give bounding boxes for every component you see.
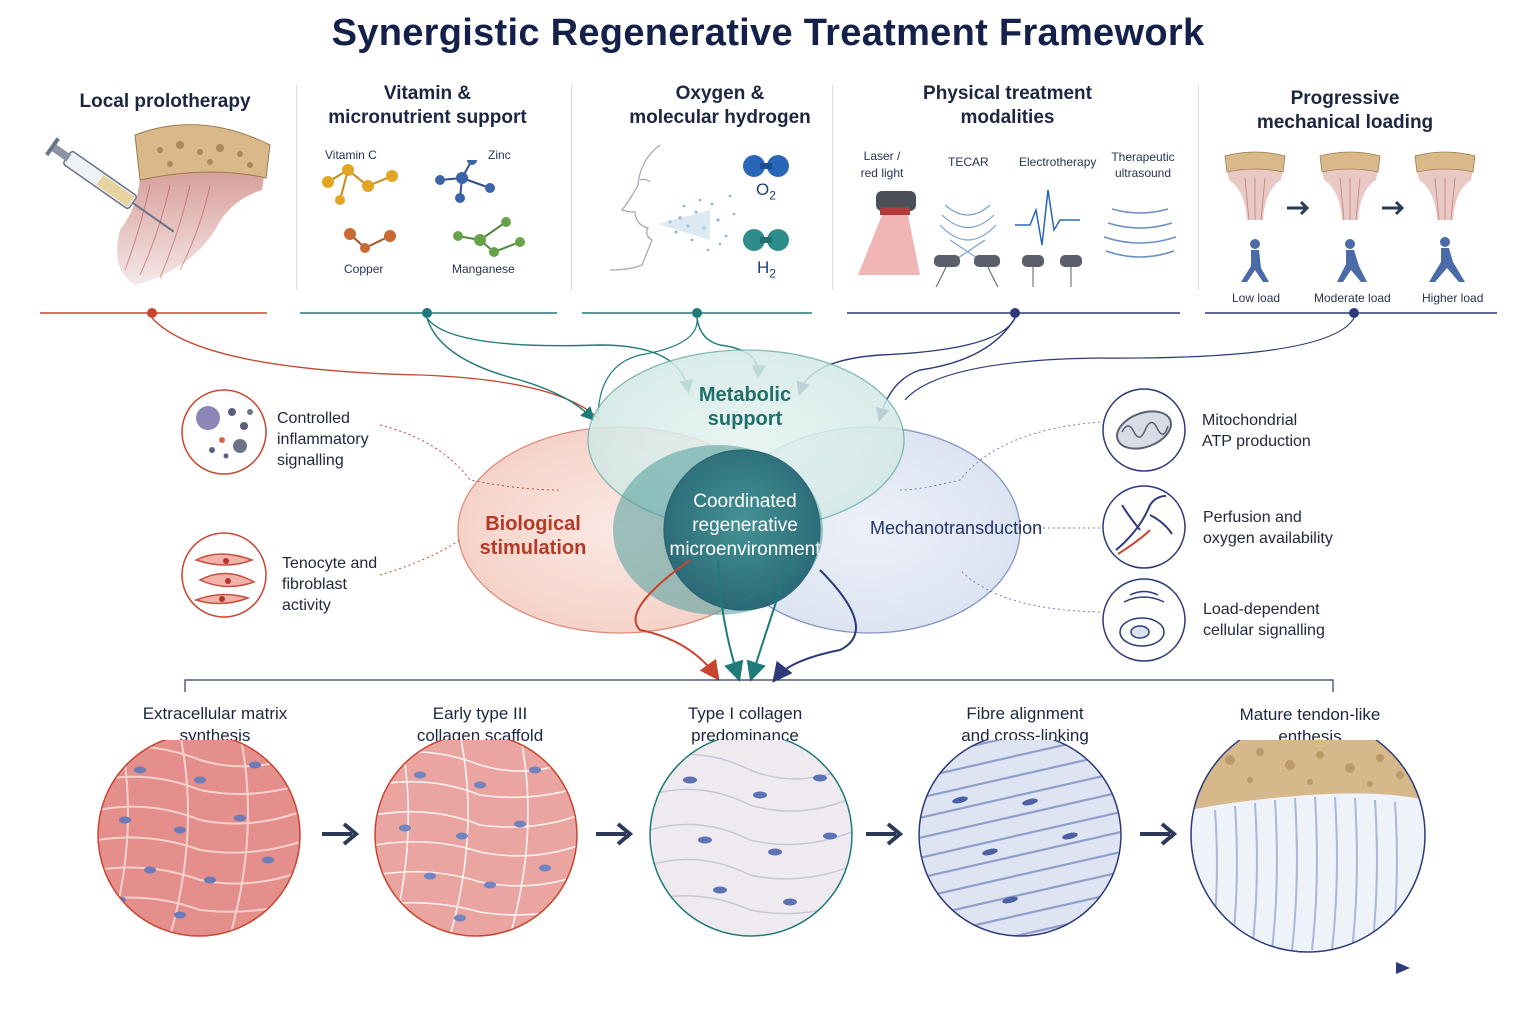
tenocyte-line3: activity — [282, 597, 331, 614]
h2-symbol: H — [757, 258, 770, 277]
loading-title-line1: Progressive — [1290, 88, 1400, 109]
tecar-label: TECAR — [948, 155, 989, 169]
electrotherapy-label: Electrotherapy — [1019, 155, 1097, 169]
divider — [1198, 85, 1199, 290]
loading-title: Progressive mechanical loading — [1225, 87, 1465, 135]
physical-title-line1: Physical treatment — [923, 83, 1092, 104]
vitamins-title: Vitamin & micronutrient support — [300, 82, 555, 130]
laser-label: Laser / red light — [852, 148, 912, 182]
divider — [296, 85, 297, 290]
moderate-load-label: Moderate load — [1314, 291, 1391, 305]
zinc-label: Zinc — [488, 148, 511, 162]
ultrasound-label-line2: ultrasound — [1114, 166, 1172, 180]
vitamins-title-line2: micronutrient support — [328, 107, 527, 128]
metabolic-line1: Metabolic — [698, 384, 792, 406]
mito-line1: Mitochondrial — [1202, 412, 1298, 429]
stage4-line1: Fibre alignment — [966, 704, 1084, 723]
loading-title-line2: mechanical loading — [1256, 112, 1434, 133]
low-load-label: Low load — [1232, 291, 1281, 305]
tenocyte-line1: Tenocyte and — [282, 555, 378, 572]
load-dependent-signalling-label: Load-dependent cellular signalling — [1203, 599, 1325, 641]
mature-enthesis-tissue — [1191, 740, 1425, 952]
coordinated-microenvironment-label: Coordinated regenerative microenvironmen… — [660, 490, 830, 562]
manganese-label: Manganese — [452, 262, 515, 276]
ultrasound-label: Therapeutic ultrasound — [1108, 149, 1178, 181]
prolotherapy-title: Local prolotherapy — [79, 91, 251, 112]
biological-stimulation-label: Biological stimulation — [468, 512, 598, 560]
physical-modality-icons — [858, 189, 1177, 288]
vitamin-c-label: Vitamin C — [325, 148, 377, 162]
divider — [832, 85, 833, 290]
stage5-line1: Mature tendon-like — [1239, 705, 1381, 724]
type3-scaffold-tissue — [375, 740, 577, 936]
oxygen-title-line1: Oxygen & — [675, 83, 765, 104]
ultrasound-label-line1: Therapeutic — [1111, 150, 1175, 164]
h2-label: H2 — [757, 258, 776, 280]
face-breathing-illustration — [609, 144, 736, 271]
fibre-alignment-tissue — [919, 740, 1121, 936]
o2-subscript: 2 — [769, 188, 776, 203]
laser-label-line2: red light — [860, 166, 904, 180]
perfusion-oxygen-label: Perfusion and oxygen availability — [1203, 507, 1333, 549]
vitamins-title-line1: Vitamin & — [383, 83, 472, 104]
oxygen-title-line2: molecular hydrogen — [629, 107, 811, 128]
biological-line2: stimulation — [479, 537, 587, 559]
load-line1: Load-dependent — [1203, 601, 1320, 618]
h2-subscript: 2 — [769, 266, 776, 281]
o2-label: O2 — [756, 180, 776, 202]
center-line1: Coordinated — [693, 491, 797, 512]
tenocyte-activity-label: Tenocyte and fibroblast activity — [282, 553, 377, 616]
mechanotransduction-label: Mechanotransduction — [870, 518, 1043, 538]
center-line2: regenerative — [692, 515, 798, 536]
copper-label: Copper — [344, 262, 384, 276]
metabolic-support-label: Metabolic support — [680, 383, 810, 431]
tenocyte-line2: fibroblast — [282, 576, 347, 593]
load-line2: cellular signalling — [1203, 622, 1325, 639]
mito-line2: ATP production — [1202, 433, 1311, 450]
mitochondrial-atp-label: Mitochondrial ATP production — [1202, 410, 1311, 452]
ecm-synthesis-tissue — [98, 740, 300, 936]
inflammatory-line1: Controlled — [277, 410, 350, 427]
stage3-line1: Type I collagen — [687, 704, 803, 723]
stage1-line1: Extracellular matrix — [142, 704, 288, 723]
o2-symbol: O — [756, 180, 770, 199]
laser-label-line1: Laser / — [863, 149, 901, 163]
perfusion-line2: oxygen availability — [1203, 530, 1333, 547]
gas-molecule-icons — [743, 155, 789, 251]
prolotherapy-illustration — [45, 124, 271, 285]
inflammatory-line2: inflammatory — [277, 431, 369, 448]
loading-progression-illustration — [1224, 151, 1476, 282]
oxygen-title: Oxygen & molecular hydrogen — [580, 82, 860, 130]
inflammatory-signalling-label: Controlled inflammatory signalling — [277, 408, 369, 471]
perfusion-line1: Perfusion and — [1203, 509, 1302, 526]
physical-title-line2: modalities — [960, 107, 1055, 128]
stage2-line1: Early type III — [432, 704, 528, 723]
inflammatory-line3: signalling — [277, 452, 344, 469]
biological-line1: Biological — [485, 513, 581, 535]
page-title: Synergistic Regenerative Treatment Frame… — [331, 12, 1205, 54]
higher-load-label: Higher load — [1422, 291, 1484, 305]
metabolic-line2: support — [707, 408, 783, 430]
molecule-icons — [322, 160, 525, 257]
physical-title: Physical treatment modalities — [880, 82, 1135, 130]
divider — [571, 85, 572, 290]
tissue-stage-illustrations — [97, 740, 1426, 953]
center-line3: microenvironment — [669, 539, 821, 560]
